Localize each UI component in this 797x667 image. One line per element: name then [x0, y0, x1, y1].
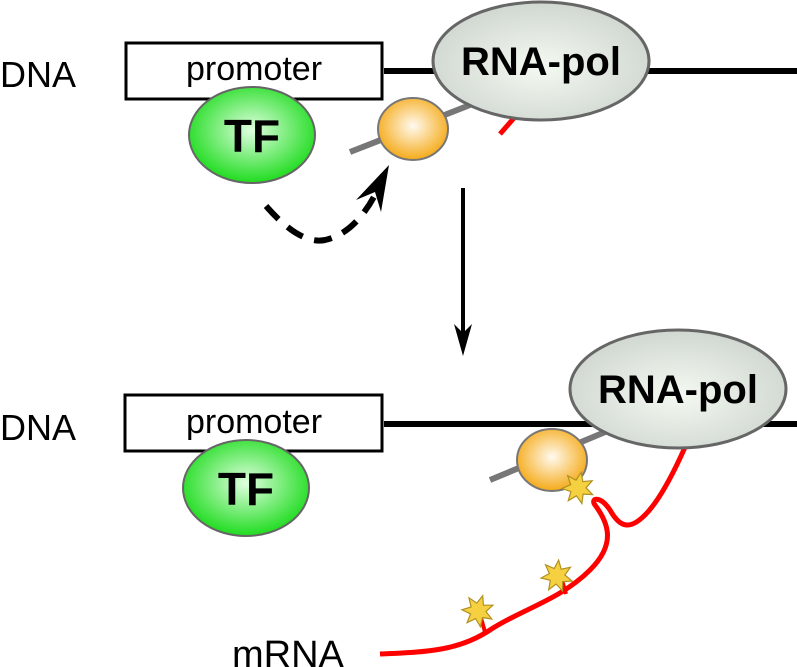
dashed-recruit-arrow — [263, 178, 385, 244]
mrna-stub-top — [498, 116, 516, 136]
rna-polymerase-top — [431, 0, 651, 122]
transcription-factor-top — [188, 86, 316, 184]
tf-label-top: TF — [224, 110, 280, 162]
promoter-label-top: promoter — [186, 50, 322, 88]
mrna-strand — [379, 443, 689, 657]
tf-label-bottom: TF — [218, 463, 274, 515]
modification-star-icon — [460, 594, 495, 629]
dna-label-top: DNA — [0, 54, 76, 95]
top-panel: promoter DNA RNA-pol TF — [0, 0, 797, 244]
rna-polymerase-bottom — [568, 328, 788, 450]
modification-star-icon — [539, 558, 574, 593]
mrna-label: mRNA — [232, 634, 345, 667]
orange-factor-bottom — [516, 428, 588, 492]
promoter-label-bottom: promoter — [186, 403, 322, 441]
polymerase-label-bottom: RNA-pol — [598, 368, 758, 412]
bottom-panel: promoter DNA RNA-pol TF mRNA — [0, 328, 797, 667]
polymerase-label-top: RNA-pol — [461, 40, 621, 84]
modification-star-icon — [560, 470, 595, 506]
orange-factor-top — [377, 97, 449, 161]
dna-label-bottom: DNA — [0, 407, 76, 448]
transition-arrow-head — [454, 324, 472, 356]
transcription-factor-bottom — [182, 439, 310, 537]
dashed-arrow-head — [356, 165, 389, 212]
